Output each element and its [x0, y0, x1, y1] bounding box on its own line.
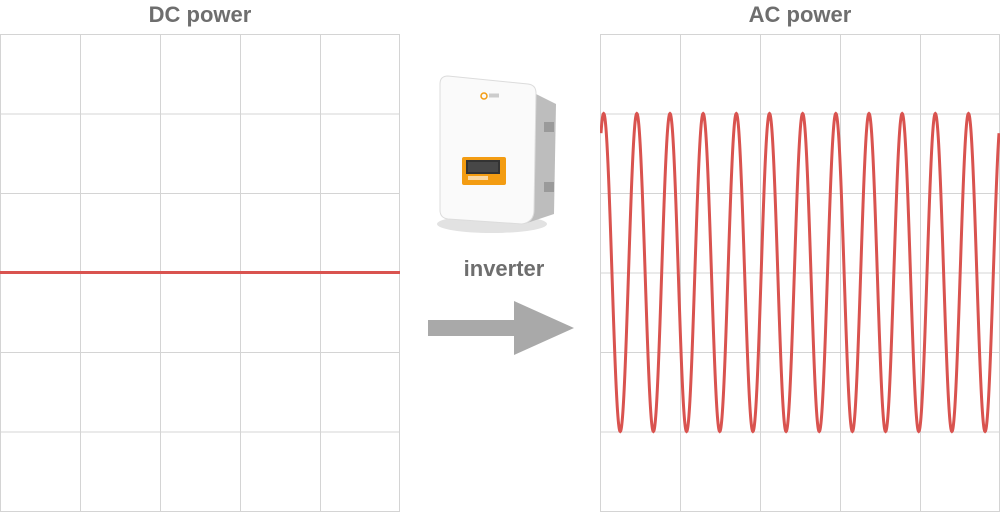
- ac-power-chart: [600, 34, 1000, 512]
- right-arrow-icon: [428, 301, 574, 355]
- ac-power-title: AC power: [748, 2, 852, 27]
- dc-grid: [0, 34, 400, 512]
- inverter-label: inverter: [463, 256, 545, 281]
- dc-power-title: DC power: [148, 2, 252, 27]
- ac-signal-wave: [600, 111, 1000, 434]
- solar-inverter-icon: [437, 75, 556, 233]
- dc-power-chart: [0, 34, 400, 512]
- ac-grid: [600, 34, 1000, 512]
